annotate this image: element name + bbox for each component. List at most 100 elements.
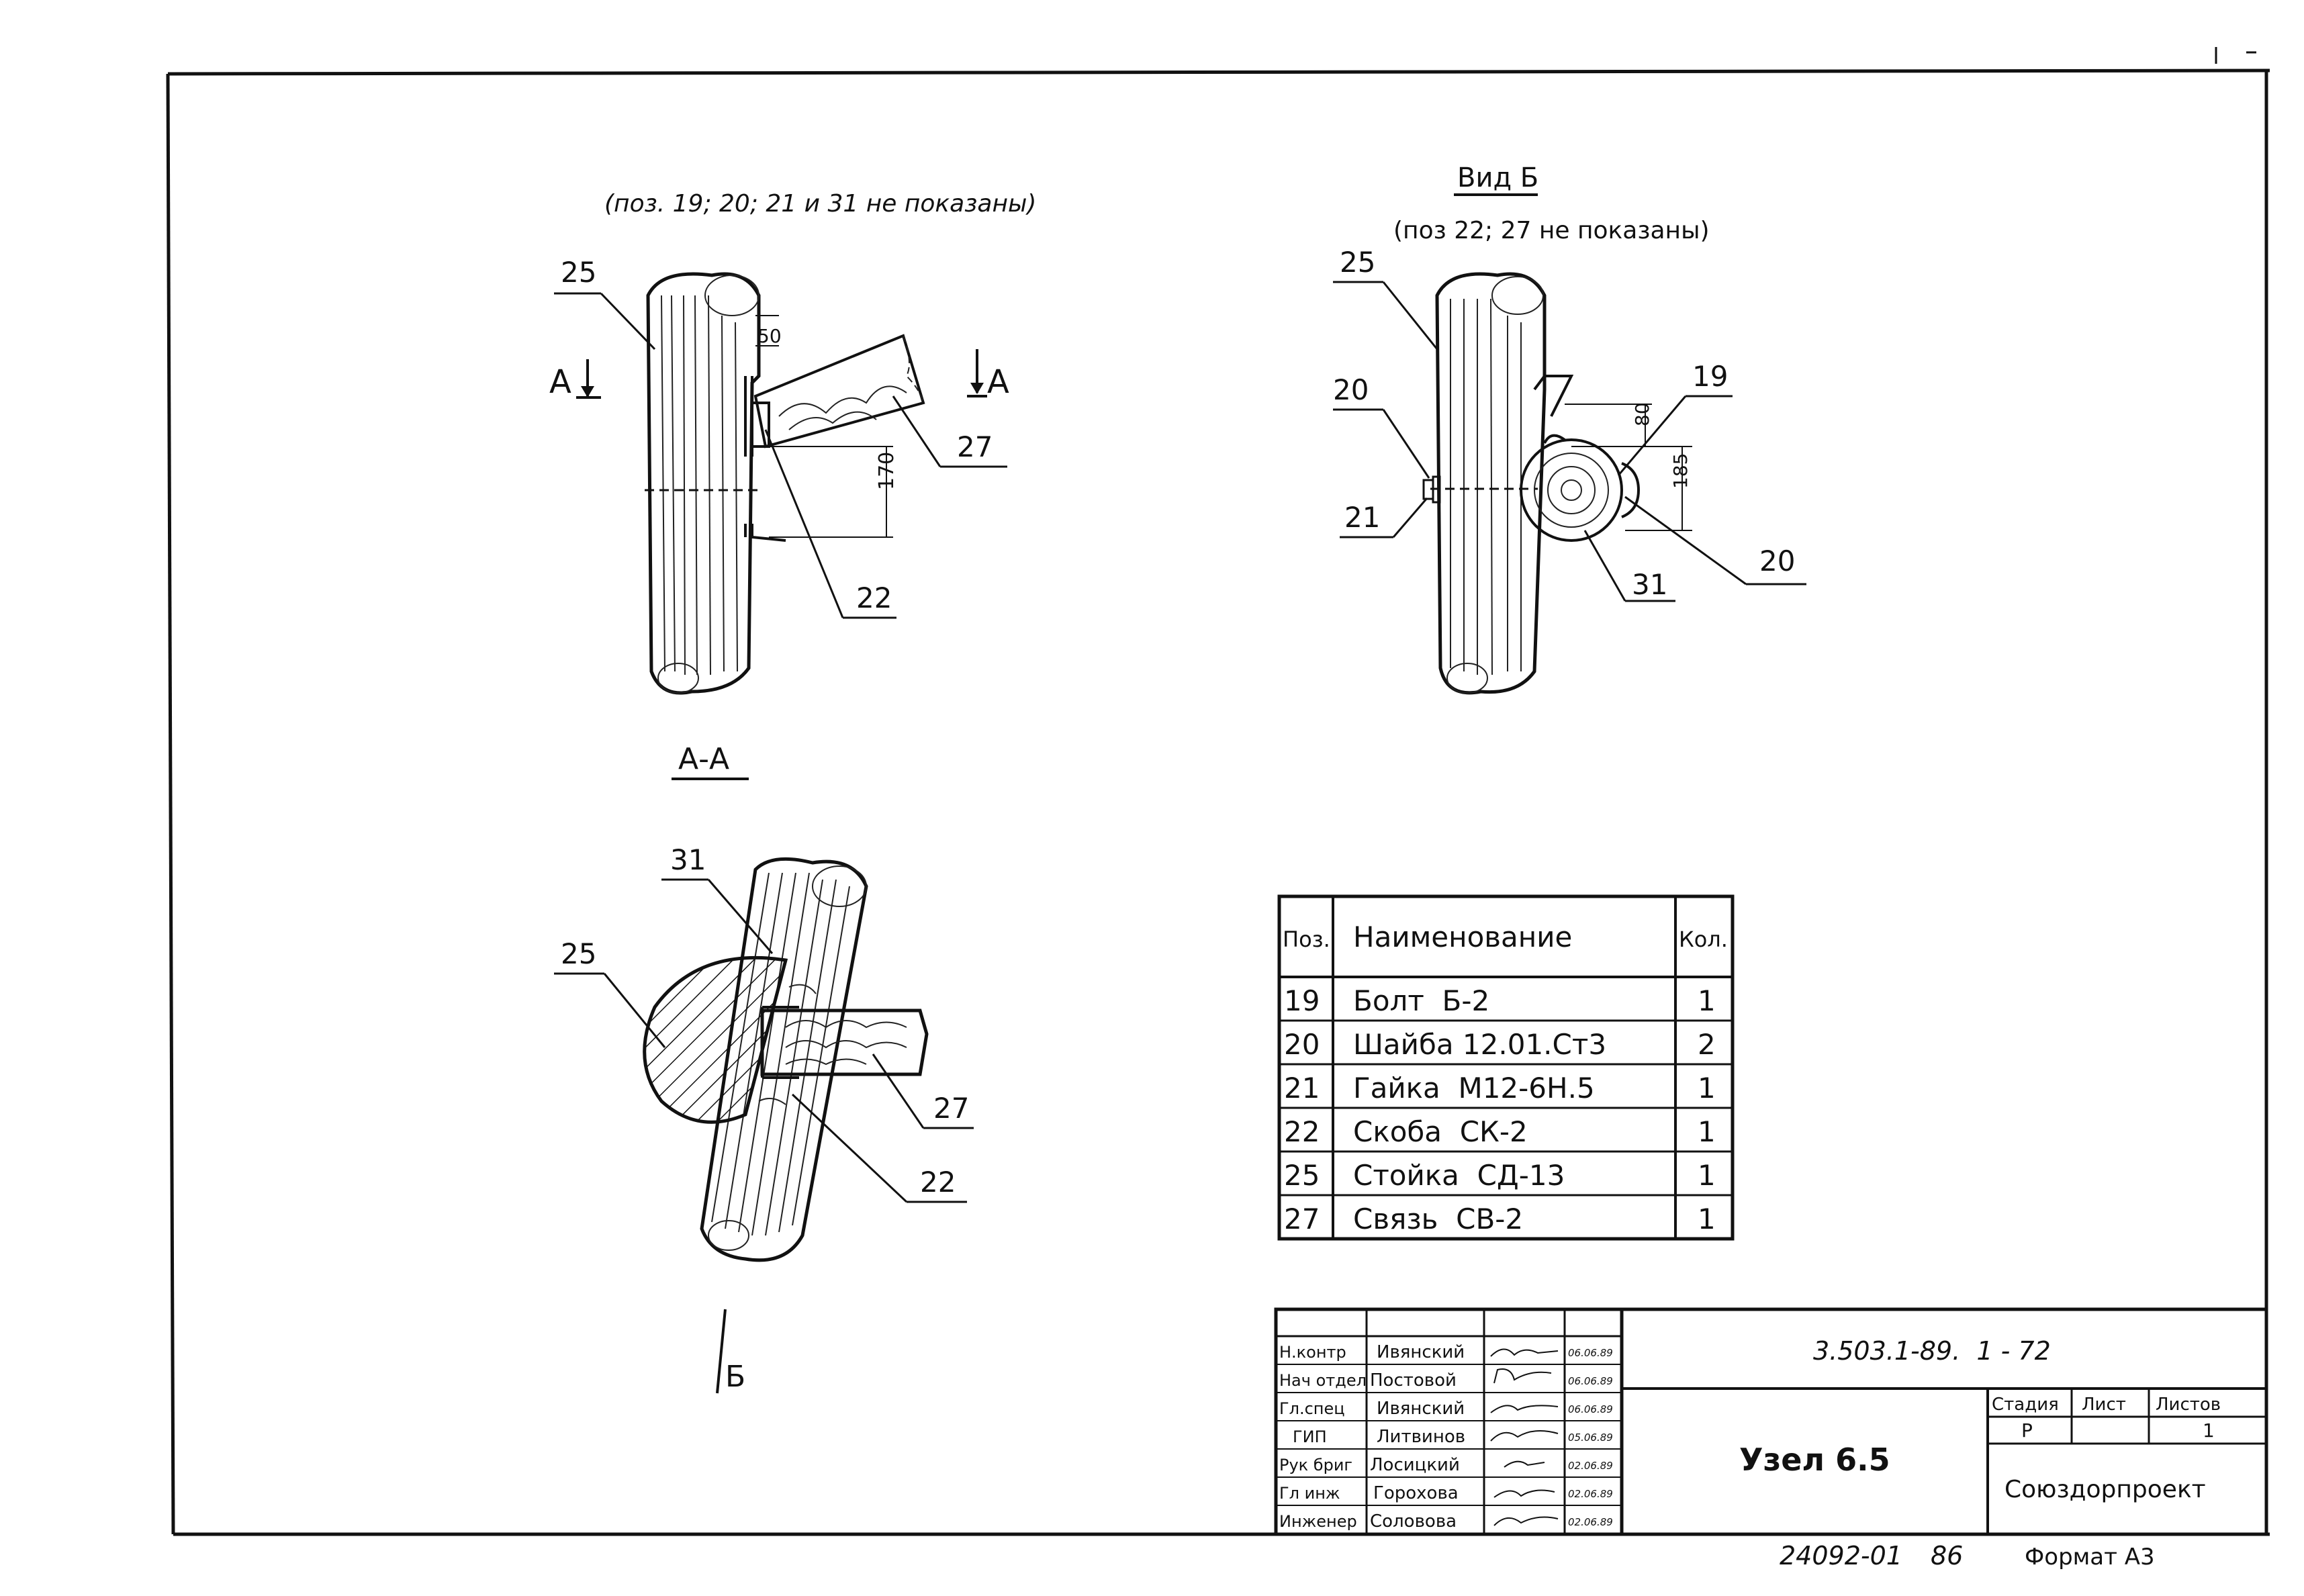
sheet-title: Узел 6.5 (1739, 1442, 1890, 1478)
callout-20-right: 20 (1759, 545, 1795, 577)
section-mark-right: А (987, 363, 1009, 401)
page-number: 86 (1931, 1541, 1963, 1570)
title-block: Н.контр Нач отдел Гл.спец ГИП Рук бриг Г… (1274, 1307, 2268, 1536)
stage-value: Р (2021, 1419, 2033, 1442)
person-name: Соловова (1370, 1511, 1457, 1532)
organization-name: Союздорпроект (2005, 1476, 2206, 1503)
section-a-a: А-А 31 (554, 742, 974, 1394)
bracket-22-section (758, 984, 817, 1105)
view-b: Вид Б (поз 22; 27 не показаны) (1333, 162, 1806, 695)
sign-date: 02.06.89 (1568, 1516, 1613, 1528)
sheets-header: Листов (2156, 1395, 2221, 1415)
dims-view-b: 80 185 (1565, 402, 1692, 531)
view-a: (поз. 19; 20; 21 и 31 не показаны) А (549, 190, 1036, 695)
view-arrow-b: Б (716, 1309, 745, 1394)
spec-row-qty: 1 (1698, 984, 1716, 1017)
section-marks-a: А А (549, 349, 1009, 401)
role-label: ГИП (1293, 1427, 1327, 1446)
person-name: Лосицкий (1370, 1455, 1460, 1475)
role-label: Инженер (1279, 1512, 1357, 1531)
callout-31-b: 31 (1632, 568, 1667, 601)
callout-27-aa: 27 (933, 1092, 969, 1125)
view-arrow-label: Б (725, 1360, 745, 1394)
callout-22: 22 (856, 581, 892, 614)
person-name: Постовой (1370, 1370, 1457, 1391)
sign-date: 06.06.89 (1568, 1403, 1613, 1415)
callout-25-aa: 25 (561, 937, 596, 970)
brace-27-elevation (753, 334, 925, 449)
sign-date: 05.06.89 (1568, 1431, 1613, 1444)
round-bar-31-section (1520, 434, 1641, 542)
section-mark-left: А (549, 363, 571, 401)
callout-21: 21 (1344, 501, 1380, 534)
spec-row-pos: 25 (1284, 1159, 1320, 1192)
role-label: Гл инж (1279, 1484, 1340, 1503)
sheet-frame (166, 47, 2270, 1536)
spec-row-pos: 21 (1284, 1072, 1320, 1105)
spec-row-pos: 27 (1284, 1203, 1320, 1235)
spec-row-name: Гайка М12-6Н.5 (1353, 1072, 1595, 1105)
callouts-section-aa: 31 25 27 22 (554, 843, 974, 1203)
footer: 24092-01 86 Формат А3 (1780, 1541, 2155, 1570)
spec-row-qty: 1 (1698, 1115, 1716, 1148)
role-label: Гл.спец (1279, 1399, 1345, 1418)
view-a-note: (поз. 19; 20; 21 и 31 не показаны) (604, 190, 1036, 218)
role-label: Н.контр (1279, 1343, 1346, 1362)
post-25-side (1422, 272, 1574, 695)
spec-row-name: Болт Б-2 (1353, 984, 1489, 1017)
callout-20-left: 20 (1333, 373, 1369, 406)
stage-header: Стадия (1992, 1395, 2059, 1415)
role-label: Нач отдел (1279, 1371, 1367, 1390)
spec-row-qty: 1 (1698, 1159, 1716, 1192)
dim-50: 50 (757, 325, 782, 347)
inventory-number: 24092-01 (1780, 1541, 1902, 1570)
brace-27-section (760, 1008, 929, 1076)
spec-row-pos: 20 (1284, 1028, 1320, 1061)
callouts-view-a: 25 27 22 (554, 256, 1007, 619)
sign-date: 02.06.89 (1568, 1488, 1613, 1500)
person-name: Ивянский (1377, 1399, 1465, 1419)
callout-27: 27 (957, 430, 993, 463)
sheets-value: 1 (2203, 1419, 2215, 1442)
sign-date: 06.06.89 (1568, 1347, 1613, 1359)
callout-19: 19 (1692, 360, 1728, 393)
sheet-header: Лист (2082, 1395, 2126, 1415)
post-25-section (643, 955, 788, 1124)
sign-date: 02.06.89 (1568, 1460, 1613, 1472)
spec-row-qty: 1 (1698, 1072, 1716, 1105)
dim-185: 185 (1669, 453, 1692, 489)
person-name: Ивянский (1377, 1342, 1465, 1362)
dims-view-a: 50 170 (755, 315, 898, 538)
spec-row-pos: 19 (1284, 984, 1320, 1017)
spec-row-qty: 2 (1698, 1028, 1716, 1061)
dim-170: 170 (875, 452, 898, 490)
spec-header-pos: Поз. (1283, 927, 1330, 952)
post-25-elevation (645, 272, 786, 695)
spec-row-name: Связь СВ-2 (1353, 1203, 1523, 1235)
section-aa-title: А-А (678, 742, 729, 776)
person-name: Литвинов (1377, 1427, 1465, 1447)
callout-31: 31 (670, 843, 706, 876)
bracket-22-elevation (752, 402, 770, 448)
spec-row-pos: 22 (1284, 1115, 1320, 1148)
spec-row-name: Скоба СК-2 (1353, 1115, 1528, 1148)
callouts-view-b: 25 20 21 19 20 31 (1333, 246, 1806, 602)
spec-header-name: Наименование (1353, 921, 1572, 953)
callout-25-b: 25 (1340, 246, 1375, 279)
person-name: Горохова (1373, 1483, 1459, 1503)
callout-25: 25 (561, 256, 596, 289)
document-code: 3.503.1-89. 1 - 72 (1813, 1336, 2051, 1366)
format-label: Формат А3 (2025, 1544, 2155, 1570)
role-label: Рук бриг (1279, 1456, 1352, 1474)
dim-80: 80 (1631, 402, 1653, 426)
spec-header-qty: Кол. (1679, 927, 1728, 952)
signatures (1490, 1348, 1559, 1526)
view-b-title: Вид Б (1457, 162, 1538, 193)
spec-row-name: Стойка СД-13 (1353, 1159, 1565, 1192)
spec-row-name: Шайба 12.01.Ст3 (1353, 1028, 1606, 1061)
view-b-note: (поз 22; 27 не показаны) (1393, 217, 1710, 244)
callout-22-aa: 22 (920, 1166, 956, 1199)
spec-table: Поз. Наименование Кол. 19 Болт Б-2 1 20 … (1277, 894, 1735, 1241)
spec-row-qty: 1 (1698, 1203, 1716, 1235)
